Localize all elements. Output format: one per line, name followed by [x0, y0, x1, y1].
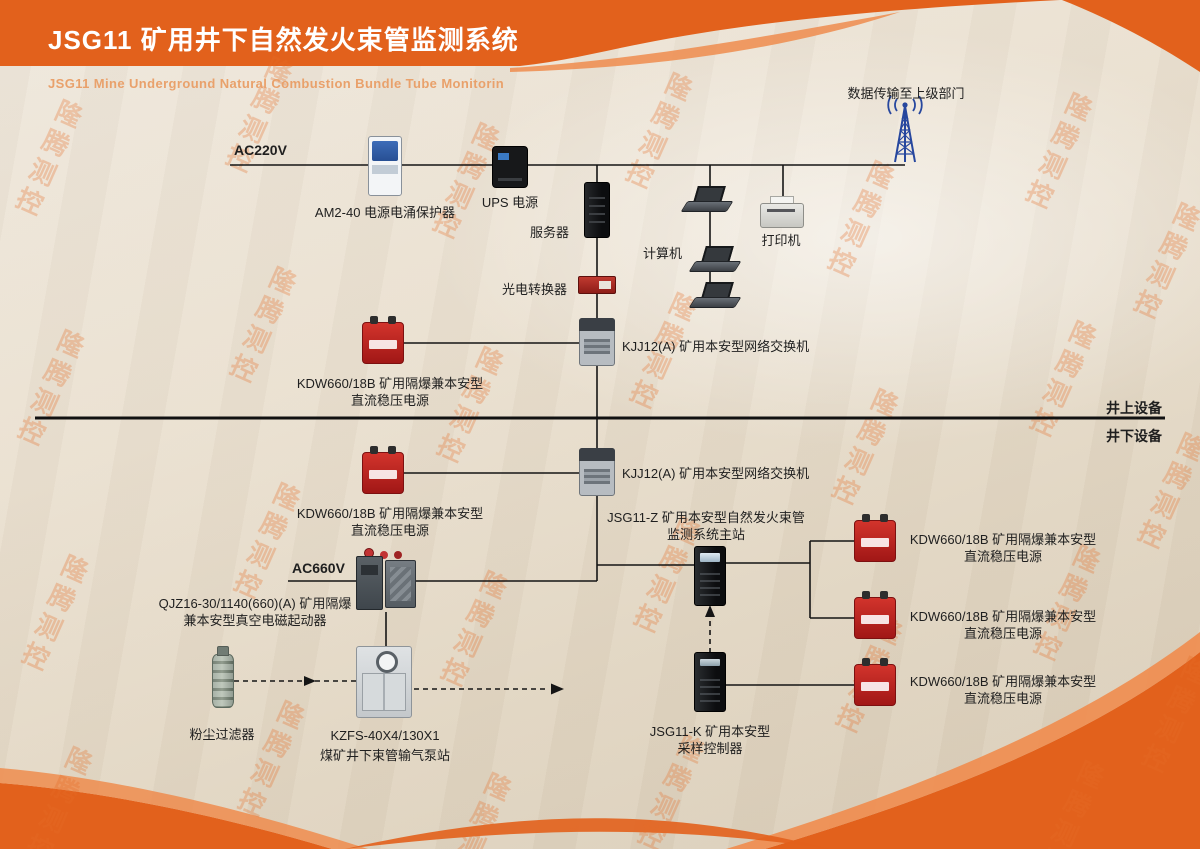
- optical-converter-device: [578, 276, 616, 294]
- laptop-icon: [692, 282, 738, 308]
- label-ac220v: AC220V: [234, 142, 287, 158]
- starter-right-body: [385, 560, 416, 608]
- label-psu-right2-2: 直流稳压电源: [963, 626, 1042, 641]
- network-switch-underground-device: [579, 448, 615, 496]
- laptop-icon: [692, 246, 738, 272]
- page-title: JSG11 矿用井下自然发火束管监测系统: [48, 25, 519, 55]
- label-ups: UPS 电源: [481, 195, 539, 210]
- pump-station-cabinet: [356, 646, 412, 718]
- label-psu-underground-1: KDW660/18B 矿用隔爆兼本安型: [296, 506, 484, 521]
- magnetic-starter-device: [356, 548, 416, 612]
- network-switch-surface-device: [579, 318, 615, 366]
- page-subtitle: JSG11 Mine Underground Natural Combustio…: [48, 76, 505, 91]
- label-sampler-2: 采样控制器: [677, 741, 743, 756]
- label-dust-filter: 粉尘过滤器: [189, 727, 255, 742]
- label-main-station-1: JSG11-Z 矿用本安型自然发火束管: [607, 510, 805, 525]
- label-psu-right1-1: KDW660/18B 矿用隔爆兼本安型: [909, 532, 1097, 547]
- label-pump-2: 煤矿井下束管输气泵站: [319, 748, 450, 763]
- label-psu-underground-2: 直流稳压电源: [350, 523, 429, 538]
- label-printer: 打印机: [761, 233, 801, 248]
- label-zone-surface: 井上设备: [1106, 400, 1162, 416]
- label-pump-1: KZFS-40X4/130X1: [330, 728, 440, 743]
- laptop-icon: [684, 186, 730, 212]
- antenna-icon: [887, 96, 923, 163]
- label-zone-underground: 井下设备: [1106, 428, 1162, 444]
- label-optical-converter: 光电转换器: [502, 282, 568, 297]
- printer-slot: [767, 209, 795, 212]
- label-starter-2: 兼本安型真空电磁起动器: [183, 613, 327, 628]
- dust-filter-device: [212, 646, 234, 708]
- label-server: 服务器: [530, 225, 570, 240]
- label-network-switch-surface: KJJ12(A) 矿用本安型网络交换机: [622, 339, 810, 354]
- printer-device: [760, 196, 804, 228]
- psu-underground-device: [362, 446, 404, 494]
- label-psu-right2-1: KDW660/18B 矿用隔爆兼本安型: [909, 609, 1097, 624]
- main-station-cabinet: [694, 546, 726, 606]
- surge-protector-device: [368, 136, 402, 196]
- label-network-switch-underground: KJJ12(A) 矿用本安型网络交换机: [622, 466, 810, 481]
- label-ac660v: AC660V: [292, 560, 345, 576]
- psu-right-3-device: [854, 658, 896, 706]
- ups-device: [492, 146, 528, 188]
- flow-arrowheads: [304, 605, 715, 695]
- label-antenna: 数据传输至上级部门: [847, 86, 965, 101]
- label-starter-1: QJZ16-30/1140(660)(A) 矿用隔爆: [158, 596, 352, 611]
- label-main-station-2: 监测系统主站: [666, 527, 745, 542]
- psu-right-2-device: [854, 591, 896, 639]
- psu-right-1-device: [854, 514, 896, 562]
- label-surge-protector: AM2-40 电源电涌保护器: [314, 205, 456, 220]
- psu-surface-device: [362, 316, 404, 364]
- label-psu-right3-2: 直流稳压电源: [963, 691, 1042, 706]
- label-psu-surface-1: KDW660/18B 矿用隔爆兼本安型: [296, 376, 484, 391]
- label-psu-right1-2: 直流稳压电源: [963, 549, 1042, 564]
- starter-left-body: [356, 556, 383, 610]
- server-device: [584, 182, 610, 238]
- label-psu-surface-2: 直流稳压电源: [350, 393, 429, 408]
- sampling-controller-cabinet: [694, 652, 726, 712]
- label-computer: 计算机: [643, 246, 683, 261]
